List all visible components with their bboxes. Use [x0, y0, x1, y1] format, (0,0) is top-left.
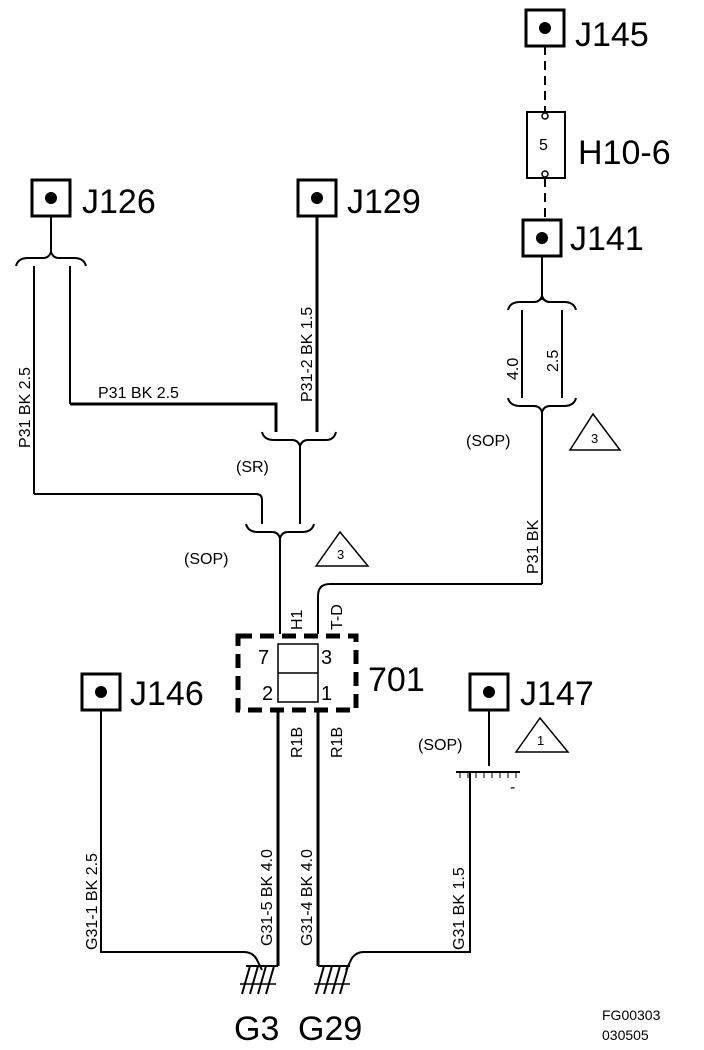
wire-p31-2-bk-15-label: P31-2 BK 1.5	[299, 307, 316, 402]
connector-j147: J147	[468, 672, 594, 713]
wire-g31-bk-15	[345, 772, 471, 971]
connector-j126: J126	[30, 178, 156, 221]
wire-j141-40-label: 4.0	[505, 358, 522, 380]
splice-tag-t-d: T-D	[329, 604, 346, 630]
splice-tag-h1: H1	[289, 609, 306, 630]
wire-g31-5-label: G31-5 BK 4.0	[259, 849, 276, 946]
triangle-note-3-right-text: 3	[591, 431, 598, 446]
fuse-h10-6: 5 H10-6	[526, 111, 671, 179]
triangle-note-3-right: 3	[568, 412, 622, 451]
note-sop-left: (SOP)	[184, 551, 228, 568]
splice-tag-r1b-left: R1B	[289, 727, 306, 758]
wire-p31-left-to-sop	[34, 493, 263, 524]
ground-g3-label: G3	[234, 1010, 279, 1048]
connector-j147-label: J147	[520, 675, 594, 713]
splice-pin-7: 7	[258, 647, 269, 669]
connector-j129-label: J129	[347, 183, 421, 221]
connector-j141: J141	[521, 218, 644, 258]
connector-j145: J145	[524, 8, 649, 54]
note-sop-right: (SOP)	[466, 433, 510, 450]
connector-j146: J146	[80, 672, 204, 713]
connector-j129: J129	[296, 178, 421, 221]
connector-j145-label: J145	[575, 16, 649, 54]
splice-tag-r1b-right: R1B	[329, 727, 346, 758]
wire-p31-bk-right-label: P31 BK	[525, 519, 542, 574]
splice-pin-1: 1	[321, 683, 332, 705]
note-minus: -	[510, 779, 515, 796]
splice-label: 701	[368, 661, 425, 699]
connector-j126-label: J126	[82, 183, 156, 221]
wire-p31-bk-25-horizontal	[70, 402, 278, 432]
connector-j146-label: J146	[130, 675, 204, 713]
footer-code-1: FG00303	[602, 1007, 661, 1023]
wire-p31-bk-25-horizontal-label: P31 BK 2.5	[98, 385, 179, 402]
connector-j141-label: J141	[570, 220, 644, 258]
ground-g3-icon	[240, 965, 278, 995]
wire-g31-1	[100, 710, 263, 971]
triangle-note-3-left: 3	[314, 530, 370, 567]
note-sop-bottom: (SOP)	[418, 737, 462, 754]
wire-p31-bk-25-left-label: P31 BK 2.5	[17, 367, 34, 448]
brace-sop-left	[245, 523, 315, 542]
wire-j141-25-label: 2.5	[545, 350, 562, 372]
wire-g31-1-label: G31-1 BK 2.5	[84, 853, 101, 950]
wire-p31-bk-to-splice	[317, 583, 542, 634]
brace-j141-top	[507, 292, 577, 311]
splice-pin-3: 3	[321, 647, 332, 669]
ground-g29-label: G29	[298, 1010, 362, 1048]
splice-701: 7 3 2 1 701	[235, 633, 425, 713]
brace-j126	[15, 248, 87, 267]
ground-g29-icon	[314, 965, 350, 995]
fuse-label: H10-6	[578, 134, 671, 172]
triangle-note-3-left-text: 3	[337, 547, 344, 562]
triangle-note-1: 1	[514, 716, 570, 753]
sop-bottom-ticks	[459, 772, 517, 778]
wire-g31-bk-15-label: G31 BK 1.5	[451, 867, 468, 950]
fuse-number: 5	[539, 137, 548, 154]
brace-sr	[261, 431, 337, 450]
splice-pin-2: 2	[262, 683, 273, 705]
footer-code-2: 030505	[602, 1027, 649, 1043]
brace-j141-bottom	[507, 397, 577, 416]
wire-g31-4-label: G31-4 BK 4.0	[299, 849, 316, 946]
note-sr: (SR)	[236, 459, 269, 476]
triangle-note-1-text: 1	[537, 733, 544, 748]
